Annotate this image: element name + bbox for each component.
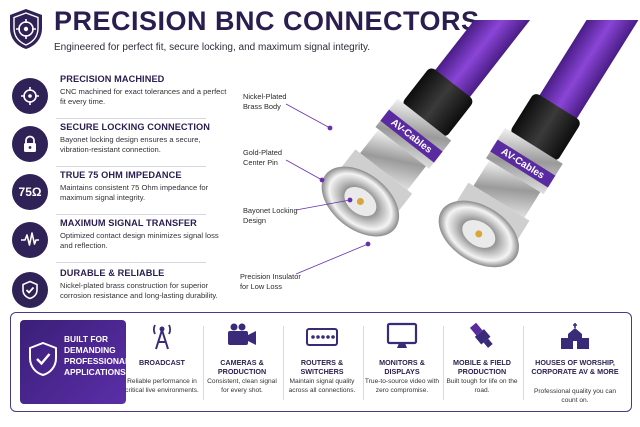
- divider: [56, 214, 206, 215]
- application-houses-of-worship: HOUSES OF WORSHIP, CORPORATE AV & MORE P…: [528, 318, 622, 406]
- feature-title: TRUE 75 OHM IMPEDANCE: [60, 170, 182, 180]
- divider: [56, 166, 206, 167]
- monitor-icon: [386, 322, 418, 348]
- divider: [523, 326, 524, 400]
- lock-icon: [24, 135, 36, 152]
- bnc-connectors-photo: AV-Cables AV-Cables: [285, 20, 640, 275]
- feature-precision-machined: PRECISION MACHINED CNC machined for exac…: [12, 74, 230, 124]
- application-title: ROUTERS & SWITCHERS: [300, 358, 344, 376]
- ohm-text: 75Ω: [18, 185, 42, 199]
- divider: [443, 326, 444, 400]
- application-broadcast: BROADCAST Reliable performance in critic…: [122, 318, 202, 406]
- camera-icon: [228, 323, 256, 345]
- feature-title: MAXIMUM SIGNAL TRANSFER: [60, 218, 197, 228]
- feature-description: CNC machined for exact tolerances and a …: [60, 87, 227, 106]
- application-monitors: MONITORS & DISPLAYS True-to-source video…: [362, 318, 442, 406]
- callout-insulator: Precision Insulator for Low Loss: [240, 272, 301, 291]
- application-title: MOBILE & FIELD PRODUCTION: [453, 358, 511, 376]
- feature-description: Maintains consistent 75 Ohm impedance fo…: [60, 183, 209, 202]
- application-title: CAMERAS & PRODUCTION: [217, 358, 267, 376]
- feature-title: SECURE LOCKING CONNECTION: [60, 122, 211, 132]
- crosshair-icon: [21, 87, 39, 105]
- application-title: MONITORS & DISPLAYS: [379, 358, 425, 376]
- built-for-text: BUILT FOR DEMANDING PROFESSIONAL APPLICA…: [64, 334, 130, 377]
- feature-secure-locking: SECURE LOCKING CONNECTION Bayonet lockin…: [12, 122, 230, 172]
- ohm-badge: 75Ω: [12, 174, 48, 210]
- application-description: Professional quality you can count on.: [533, 388, 617, 404]
- shield-check-icon: [29, 342, 57, 376]
- router-icon: [306, 328, 338, 346]
- feature-description: Nickel-plated brass construction for sup…: [60, 281, 218, 300]
- callout-bayonet: Bayonet Locking Design: [243, 206, 298, 225]
- application-description: True-to-source video with zero compromis…: [364, 378, 440, 394]
- church-icon: [561, 323, 589, 349]
- feature-description: Optimized contact design minimizes signa…: [60, 231, 219, 250]
- application-description: Consistent, clean signal for every shot.: [207, 378, 277, 394]
- feature-description: Bayonet locking design ensures a secure,…: [60, 135, 201, 154]
- application-description: Maintain signal quality across all conne…: [288, 378, 356, 394]
- feature-durable: DURABLE & RELIABLE Nickel-plated brass c…: [12, 268, 230, 318]
- page-subtitle: Engineered for perfect fit, secure locki…: [54, 42, 371, 53]
- connector-icon: [469, 322, 493, 348]
- broadcast-tower-icon: [153, 324, 171, 350]
- feature-title: DURABLE & RELIABLE: [60, 268, 165, 278]
- divider: [56, 262, 206, 263]
- divider: [363, 326, 364, 400]
- application-cameras: CAMERAS & PRODUCTION Consistent, clean s…: [202, 318, 282, 406]
- signal-wave-icon: [21, 232, 39, 246]
- application-title: BROADCAST: [139, 358, 185, 367]
- built-for-badge: BUILT FOR DEMANDING PROFESSIONAL APPLICA…: [20, 320, 130, 404]
- divider: [283, 326, 284, 400]
- callout-brass-body: Nickel-Plated Brass Body: [243, 92, 287, 111]
- connector-left: AV-Cables: [321, 20, 544, 237]
- shield-target-logo-icon: [10, 9, 42, 49]
- connector-right: AV-Cables: [438, 20, 640, 268]
- application-title: HOUSES OF WORSHIP, CORPORATE AV & MORE: [531, 358, 619, 376]
- callout-center-pin: Gold-Plated Center Pin: [243, 148, 283, 167]
- feature-signal-transfer: MAXIMUM SIGNAL TRANSFER Optimized contac…: [12, 218, 230, 268]
- divider: [203, 326, 204, 400]
- shield-check-icon: [22, 280, 38, 300]
- feature-title: PRECISION MACHINED: [60, 74, 165, 84]
- feature-75-ohm: 75Ω TRUE 75 OHM IMPEDANCE Maintains cons…: [12, 170, 230, 220]
- application-description: Built tough for life on the road.: [446, 378, 518, 394]
- page-title: PRECISION BNC CONNECTORS: [54, 6, 480, 36]
- application-mobile-field: MOBILE & FIELD PRODUCTION Built tough fo…: [442, 318, 522, 406]
- application-description: Reliable performance in critical live en…: [125, 378, 199, 394]
- application-routers: ROUTERS & SWITCHERS Maintain signal qual…: [282, 318, 362, 406]
- divider: [56, 118, 206, 119]
